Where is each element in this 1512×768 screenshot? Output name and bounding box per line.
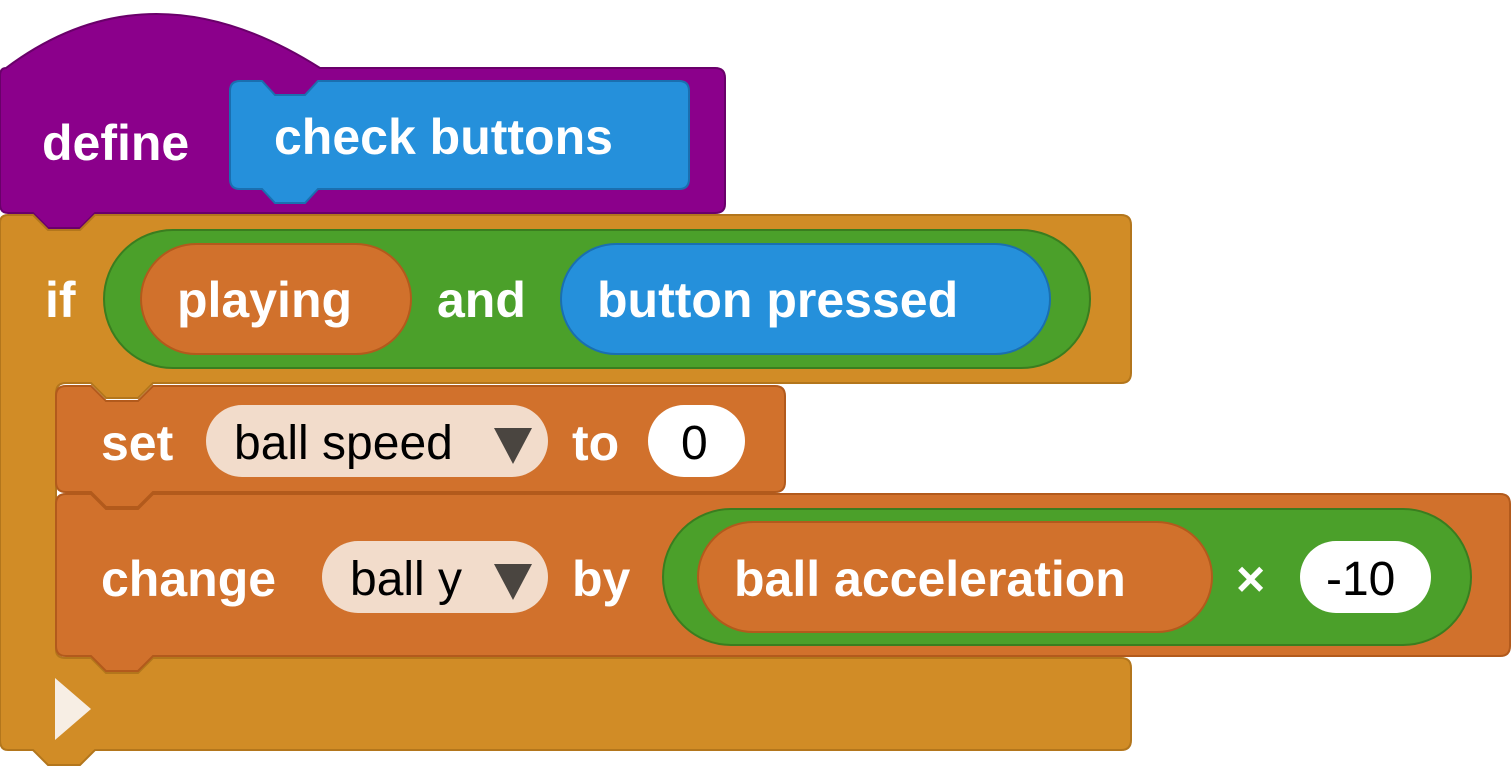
set-variable-dropdown-shape[interactable] bbox=[206, 405, 548, 477]
change-by-label: by bbox=[572, 551, 631, 607]
set-keyword: set bbox=[101, 415, 174, 471]
ball-acceleration-reporter-shape[interactable] bbox=[697, 521, 1213, 633]
playing-reporter-shape[interactable] bbox=[140, 243, 412, 355]
button-pressed-reporter[interactable]: button pressed bbox=[597, 272, 959, 328]
dropdown-triangle-icon[interactable] bbox=[494, 428, 532, 464]
ball-acceleration-reporter[interactable]: ball acceleration bbox=[734, 551, 1126, 607]
multiply-value-input-shape[interactable] bbox=[1300, 541, 1431, 613]
change-variable-dropdown[interactable]: ball y bbox=[350, 553, 463, 606]
custom-block-name[interactable]: check buttons bbox=[274, 109, 613, 165]
playing-reporter[interactable]: playing bbox=[177, 272, 353, 328]
multiply-value-input[interactable]: -10 bbox=[1326, 553, 1396, 606]
custom-block-name-shape[interactable] bbox=[229, 80, 690, 204]
set-to-label: to bbox=[572, 415, 620, 471]
multiply-operator-label: × bbox=[1236, 551, 1266, 607]
dropdown-triangle-icon[interactable] bbox=[494, 564, 532, 600]
button-pressed-reporter-shape[interactable] bbox=[560, 243, 1051, 355]
set-variable-dropdown[interactable]: ball speed bbox=[234, 417, 453, 470]
change-variable-dropdown-shape[interactable] bbox=[322, 541, 548, 613]
and-operator-label: and bbox=[437, 272, 526, 328]
set-value-input[interactable]: 0 bbox=[681, 417, 708, 470]
define-keyword: define bbox=[42, 115, 190, 171]
change-keyword: change bbox=[101, 551, 277, 607]
if-keyword: if bbox=[45, 272, 76, 328]
play-triangle-icon bbox=[55, 678, 91, 740]
set-value-input-shape[interactable] bbox=[648, 405, 745, 477]
